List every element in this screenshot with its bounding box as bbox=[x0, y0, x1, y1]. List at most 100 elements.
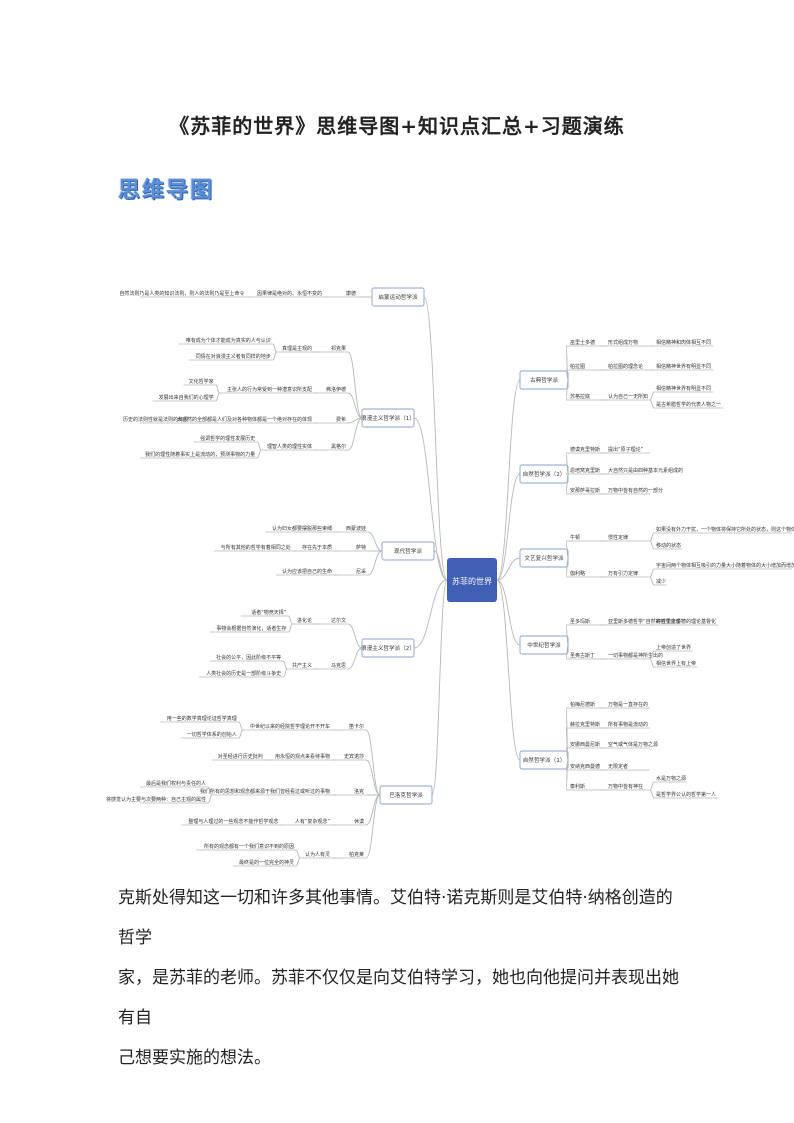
connector bbox=[365, 794, 381, 826]
branch-connector bbox=[496, 379, 521, 581]
connector bbox=[367, 531, 383, 552]
connector bbox=[238, 721, 244, 731]
connector bbox=[347, 647, 363, 670]
philosopher-label: 尼采 bbox=[356, 568, 366, 575]
idea-label: 因果律是绝对的、永恒不变的 bbox=[257, 290, 322, 297]
detail-label: 相信精神世界有明显不同 bbox=[656, 385, 711, 392]
section-heading: 思维导图 bbox=[118, 178, 215, 203]
philosopher-label: 史宾诺莎 bbox=[344, 753, 364, 760]
branch-connector bbox=[423, 296, 448, 581]
branch-label: 巴洛克哲学派 bbox=[389, 791, 423, 799]
connector bbox=[256, 441, 262, 451]
detail-label: 强调哲学的理性发展历史 bbox=[200, 435, 255, 442]
connector bbox=[272, 351, 278, 361]
detail-label: 将感觉认为主要与次要两种：自己主观的属性 bbox=[106, 796, 206, 803]
philosopher-label: 黑格尔 bbox=[331, 443, 346, 450]
connector bbox=[288, 623, 293, 633]
idea-label: 一切事物都是神所生出的 bbox=[608, 652, 663, 659]
philosopher-label: 休谟 bbox=[354, 818, 364, 825]
philosopher-label: 康德 bbox=[346, 290, 356, 297]
detail-label: 相信精神和肉体相互不同 bbox=[656, 339, 711, 346]
idea-label: 中世纪以来的经院哲学理论开不开车 bbox=[250, 723, 330, 730]
detail-label: 用一些的数学真理论证哲学真理 bbox=[167, 715, 237, 722]
detail-label: 将亚里士多德的理论基督化 bbox=[656, 618, 716, 625]
branch-label: 古典哲学派 bbox=[530, 376, 558, 384]
connector bbox=[295, 849, 301, 859]
branch-label: 浪漫主义哲学派（1） bbox=[361, 414, 415, 422]
detail-label: 相信精神世界有明显不同 bbox=[656, 363, 711, 370]
connector bbox=[367, 550, 383, 576]
idea-label: 认为人有灵 bbox=[305, 851, 330, 858]
detail-label: 最终是的一位完全的神灵 bbox=[239, 859, 294, 866]
branch-label: 文艺复兴哲学派 bbox=[524, 554, 564, 562]
philosopher-label: 洛克 bbox=[354, 788, 364, 795]
connector bbox=[282, 668, 288, 678]
connector bbox=[649, 540, 655, 550]
branch-connector bbox=[496, 557, 521, 581]
idea-label: 真理是主观的 bbox=[282, 345, 312, 352]
connector bbox=[565, 473, 569, 495]
branch-connector bbox=[496, 579, 521, 761]
philosopher-label: 牛顿 bbox=[570, 534, 580, 541]
philosopher-label: 帕梅尼德斯 bbox=[570, 701, 595, 708]
connector bbox=[649, 399, 655, 409]
branch-connector bbox=[431, 579, 448, 796]
philosopher-label: 赫拉克里特斯 bbox=[570, 721, 600, 728]
connector bbox=[207, 794, 213, 804]
philosopher-label: 弗洛伊德 bbox=[326, 386, 346, 393]
detail-label: 同情在对浪漫主义者有同样的地步 bbox=[196, 353, 271, 360]
idea-label: 大自然的全部都是人们及对各种物体都是一个绝对存在的体现 bbox=[177, 416, 312, 423]
branch-connector bbox=[496, 579, 521, 646]
philosopher-label: 柏克莱 bbox=[349, 851, 364, 858]
connector bbox=[347, 392, 363, 419]
connector bbox=[215, 384, 220, 394]
branch-label: 自然哲学派（2） bbox=[523, 470, 566, 478]
idea-label: 大自然只是由四种基本元素组成的 bbox=[608, 467, 683, 474]
connector bbox=[649, 658, 655, 668]
philosopher-label: 德谟克里特斯 bbox=[570, 446, 600, 453]
detail-label: 社会的公平，因此阶级不平等 bbox=[216, 654, 281, 661]
idea-label: 万物中皆有自然的一部分 bbox=[608, 487, 663, 494]
connector bbox=[565, 557, 569, 578]
detail-label: 对圣经进行历史批判 bbox=[218, 753, 263, 760]
idea-label: 提出“原子理论” bbox=[608, 446, 644, 453]
connector bbox=[565, 452, 569, 475]
philosopher-label: 巫里士多德 bbox=[570, 339, 595, 346]
connector bbox=[565, 759, 569, 791]
philosopher-label: 恩培窝克里斯 bbox=[570, 467, 600, 474]
philosopher-label: 达尔文 bbox=[331, 617, 346, 624]
idea-label: 认为妇女都要摆脱那些束缚 bbox=[272, 525, 332, 532]
idea-label: 亚里斯多德哲学“自然的哲学真理” bbox=[608, 618, 684, 625]
idea-label: 主张人的行为常受到一种潜意识所支配 bbox=[227, 386, 312, 393]
detail-label: 一切哲学体系的创始人 bbox=[187, 731, 237, 738]
idea-label: 形式组成万物 bbox=[608, 339, 638, 346]
philosopher-label: 安娜西曼尼斯 bbox=[570, 741, 600, 748]
detail-label: 是古希腊哲学的代表人物之一 bbox=[656, 401, 721, 408]
connector bbox=[295, 857, 301, 867]
connector bbox=[256, 449, 262, 459]
connector bbox=[365, 729, 381, 796]
idea-label: 共产主义 bbox=[292, 662, 312, 669]
detail-label: 发展出来自我们的心理学 bbox=[159, 394, 214, 401]
idea-label: 柏拉图的理念论 bbox=[608, 363, 643, 370]
connector bbox=[238, 729, 244, 739]
idea-label: 万物是一直存在的 bbox=[608, 701, 648, 708]
detail-label: 移动的状态 bbox=[656, 542, 681, 549]
detail-label: 我们的理性随着事实上是流动的，预测事物的力量 bbox=[145, 451, 255, 458]
idea-label: 人有“复杂观念” bbox=[295, 818, 331, 825]
detail-label: 唯有成为个体才能成为真实的人与认识 bbox=[186, 337, 271, 344]
philosopher-label: 马克思 bbox=[331, 662, 346, 669]
connector bbox=[649, 576, 655, 586]
connector bbox=[347, 623, 363, 649]
connector bbox=[282, 660, 288, 670]
detail-label: 适者“物竞天择” bbox=[251, 609, 287, 616]
connector bbox=[272, 343, 278, 353]
connector bbox=[565, 540, 569, 559]
body-line: 己想要实施的想法。 bbox=[118, 1048, 271, 1068]
philosopher-label: 费希 bbox=[336, 416, 346, 423]
connector bbox=[649, 781, 655, 791]
detail-label: 相信世界上有上帝 bbox=[656, 660, 696, 667]
connector bbox=[649, 568, 655, 578]
idea-label: 万有引力定律 bbox=[608, 570, 638, 577]
body-text: 克斯处得知这一切和许多其他事情。艾伯特·诺克斯则是艾伯特·纳格创造的哲学 家，是… bbox=[118, 878, 688, 1078]
